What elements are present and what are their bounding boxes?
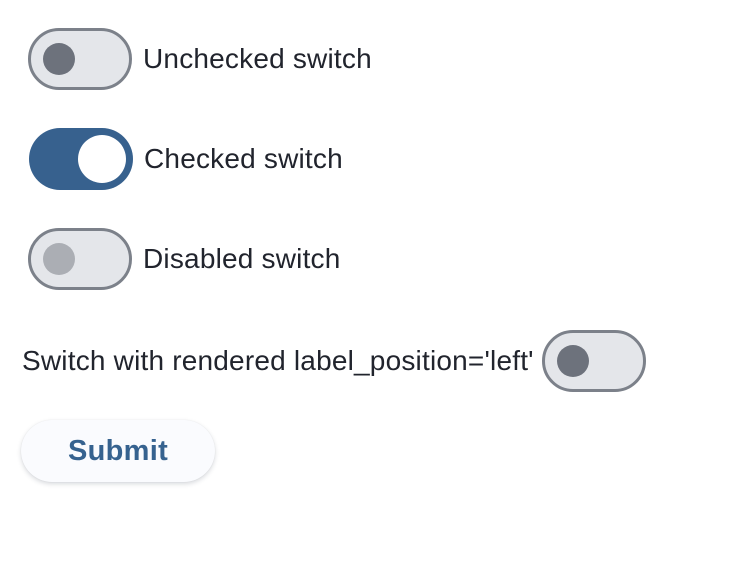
left-label-switch-toggle[interactable]	[541, 330, 646, 392]
switch-thumb	[43, 243, 75, 275]
left-label-switch-label: Switch with rendered label_position='lef…	[22, 345, 534, 376]
unchecked-switch-label: Unchecked switch	[143, 43, 372, 74]
switch-thumb	[43, 43, 75, 75]
checked-switch-toggle[interactable]	[29, 128, 133, 190]
switch-thumb	[78, 135, 126, 183]
switch-row-checked: Checked switch	[29, 128, 343, 190]
submit-button[interactable]: Submit	[21, 420, 215, 482]
unchecked-switch-toggle[interactable]	[28, 28, 132, 90]
switch-row-unchecked: Unchecked switch	[28, 28, 372, 90]
switch-row-left-label: Switch with rendered label_position='lef…	[22, 330, 646, 392]
switch-row-disabled: Disabled switch	[28, 228, 341, 290]
checked-switch-label: Checked switch	[144, 143, 343, 174]
disabled-switch-label: Disabled switch	[143, 243, 341, 274]
disabled-switch-toggle	[28, 228, 132, 290]
switch-thumb	[556, 345, 589, 377]
